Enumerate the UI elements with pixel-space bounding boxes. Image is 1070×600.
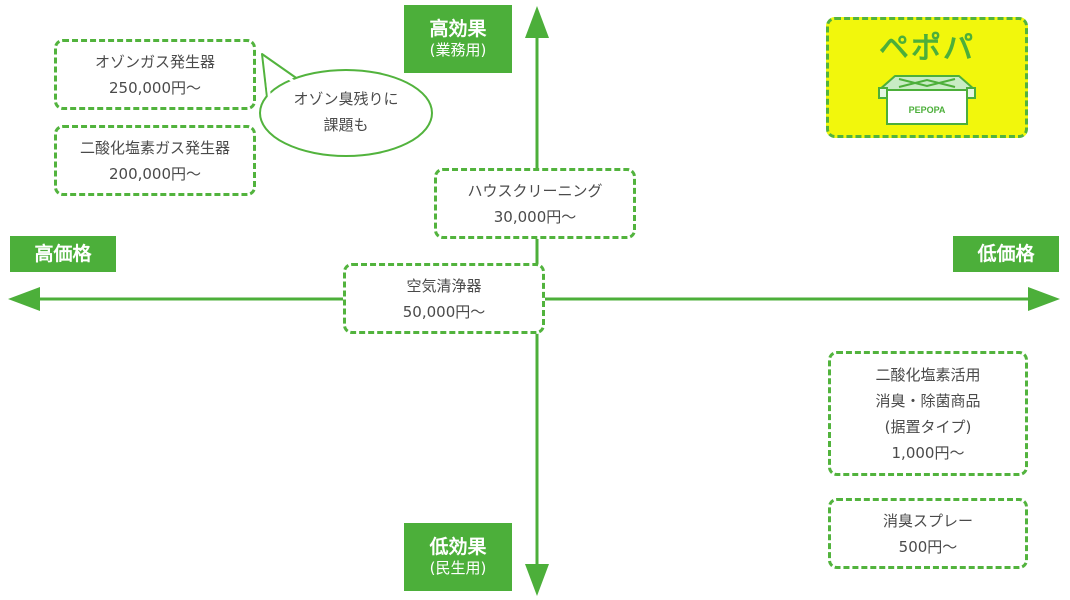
- speech-bubble-line-1: オゾン臭残りに: [293, 90, 399, 108]
- bottom-axis-label-main: 低効果: [429, 536, 487, 559]
- brand-title: ペポパ: [879, 31, 975, 66]
- top-axis-label-main: 高効果: [429, 18, 487, 41]
- left-arrowhead: [8, 287, 40, 311]
- house-cleaning-box: ハウスクリーニング 30,000円〜: [434, 168, 636, 239]
- deodorant-spray-price: 500円〜: [898, 537, 958, 556]
- chlorine-product-line-1: 二酸化塩素活用: [875, 365, 981, 384]
- speech-bubble-text: オゾン臭残りに 課題も: [260, 86, 432, 138]
- speech-bubble-line-2: 課題も: [323, 116, 369, 134]
- top-axis-label: 高効果 (業務用): [404, 5, 512, 73]
- house-cleaning-price: 30,000円〜: [493, 207, 577, 226]
- right-arrowhead: [1028, 287, 1060, 311]
- left-axis-label-main: 高価格: [34, 242, 92, 265]
- bottom-axis-label-sub: (民生用): [429, 559, 487, 578]
- air-purifier-box: 空気清浄器 50,000円〜: [343, 263, 545, 334]
- top-axis-label-sub: (業務用): [429, 41, 487, 60]
- bottom-axis-label: 低効果 (民生用): [404, 523, 512, 591]
- chlorine-gas-generator-price: 200,000円〜: [108, 164, 202, 183]
- air-purifier-price: 50,000円〜: [402, 302, 486, 321]
- house-cleaning-name: ハウスクリーニング: [467, 181, 603, 200]
- chlorine-product-line-3: (据置タイプ): [884, 417, 972, 436]
- chlorine-gas-generator-name: 二酸化塩素ガス発生器: [79, 138, 230, 157]
- ozone-generator-price: 250,000円〜: [108, 78, 202, 97]
- left-axis-label: 高価格: [10, 236, 116, 272]
- speech-bubble: [259, 53, 433, 157]
- ozone-generator-box: オゾンガス発生器 250,000円〜: [54, 39, 256, 110]
- chlorine-product-price: 1,000円〜: [891, 443, 965, 462]
- right-axis-label: 低価格: [953, 236, 1059, 272]
- chlorine-dioxide-gas-generator-box: 二酸化塩素ガス発生器 200,000円〜: [54, 125, 256, 196]
- deodorant-spray-box: 消臭スプレー 500円〜: [828, 498, 1028, 569]
- air-purifier-name: 空気清浄器: [406, 276, 482, 295]
- bottom-arrowhead: [525, 564, 549, 596]
- chlorine-product-line-2: 消臭・除菌商品: [875, 391, 981, 410]
- right-axis-label-main: 低価格: [977, 242, 1035, 265]
- chlorine-dioxide-product-box: 二酸化塩素活用 消臭・除菌商品 (据置タイプ) 1,000円〜: [828, 351, 1028, 476]
- brand-box: ペポパ PEPOPA: [826, 17, 1028, 138]
- top-arrowhead: [525, 6, 549, 38]
- deodorant-spray-name: 消臭スプレー: [882, 511, 973, 530]
- product-tray-icon: PEPOPA: [878, 75, 976, 125]
- product-logo-text: PEPOPA: [909, 105, 946, 115]
- ozone-generator-name: オゾンガス発生器: [94, 52, 215, 71]
